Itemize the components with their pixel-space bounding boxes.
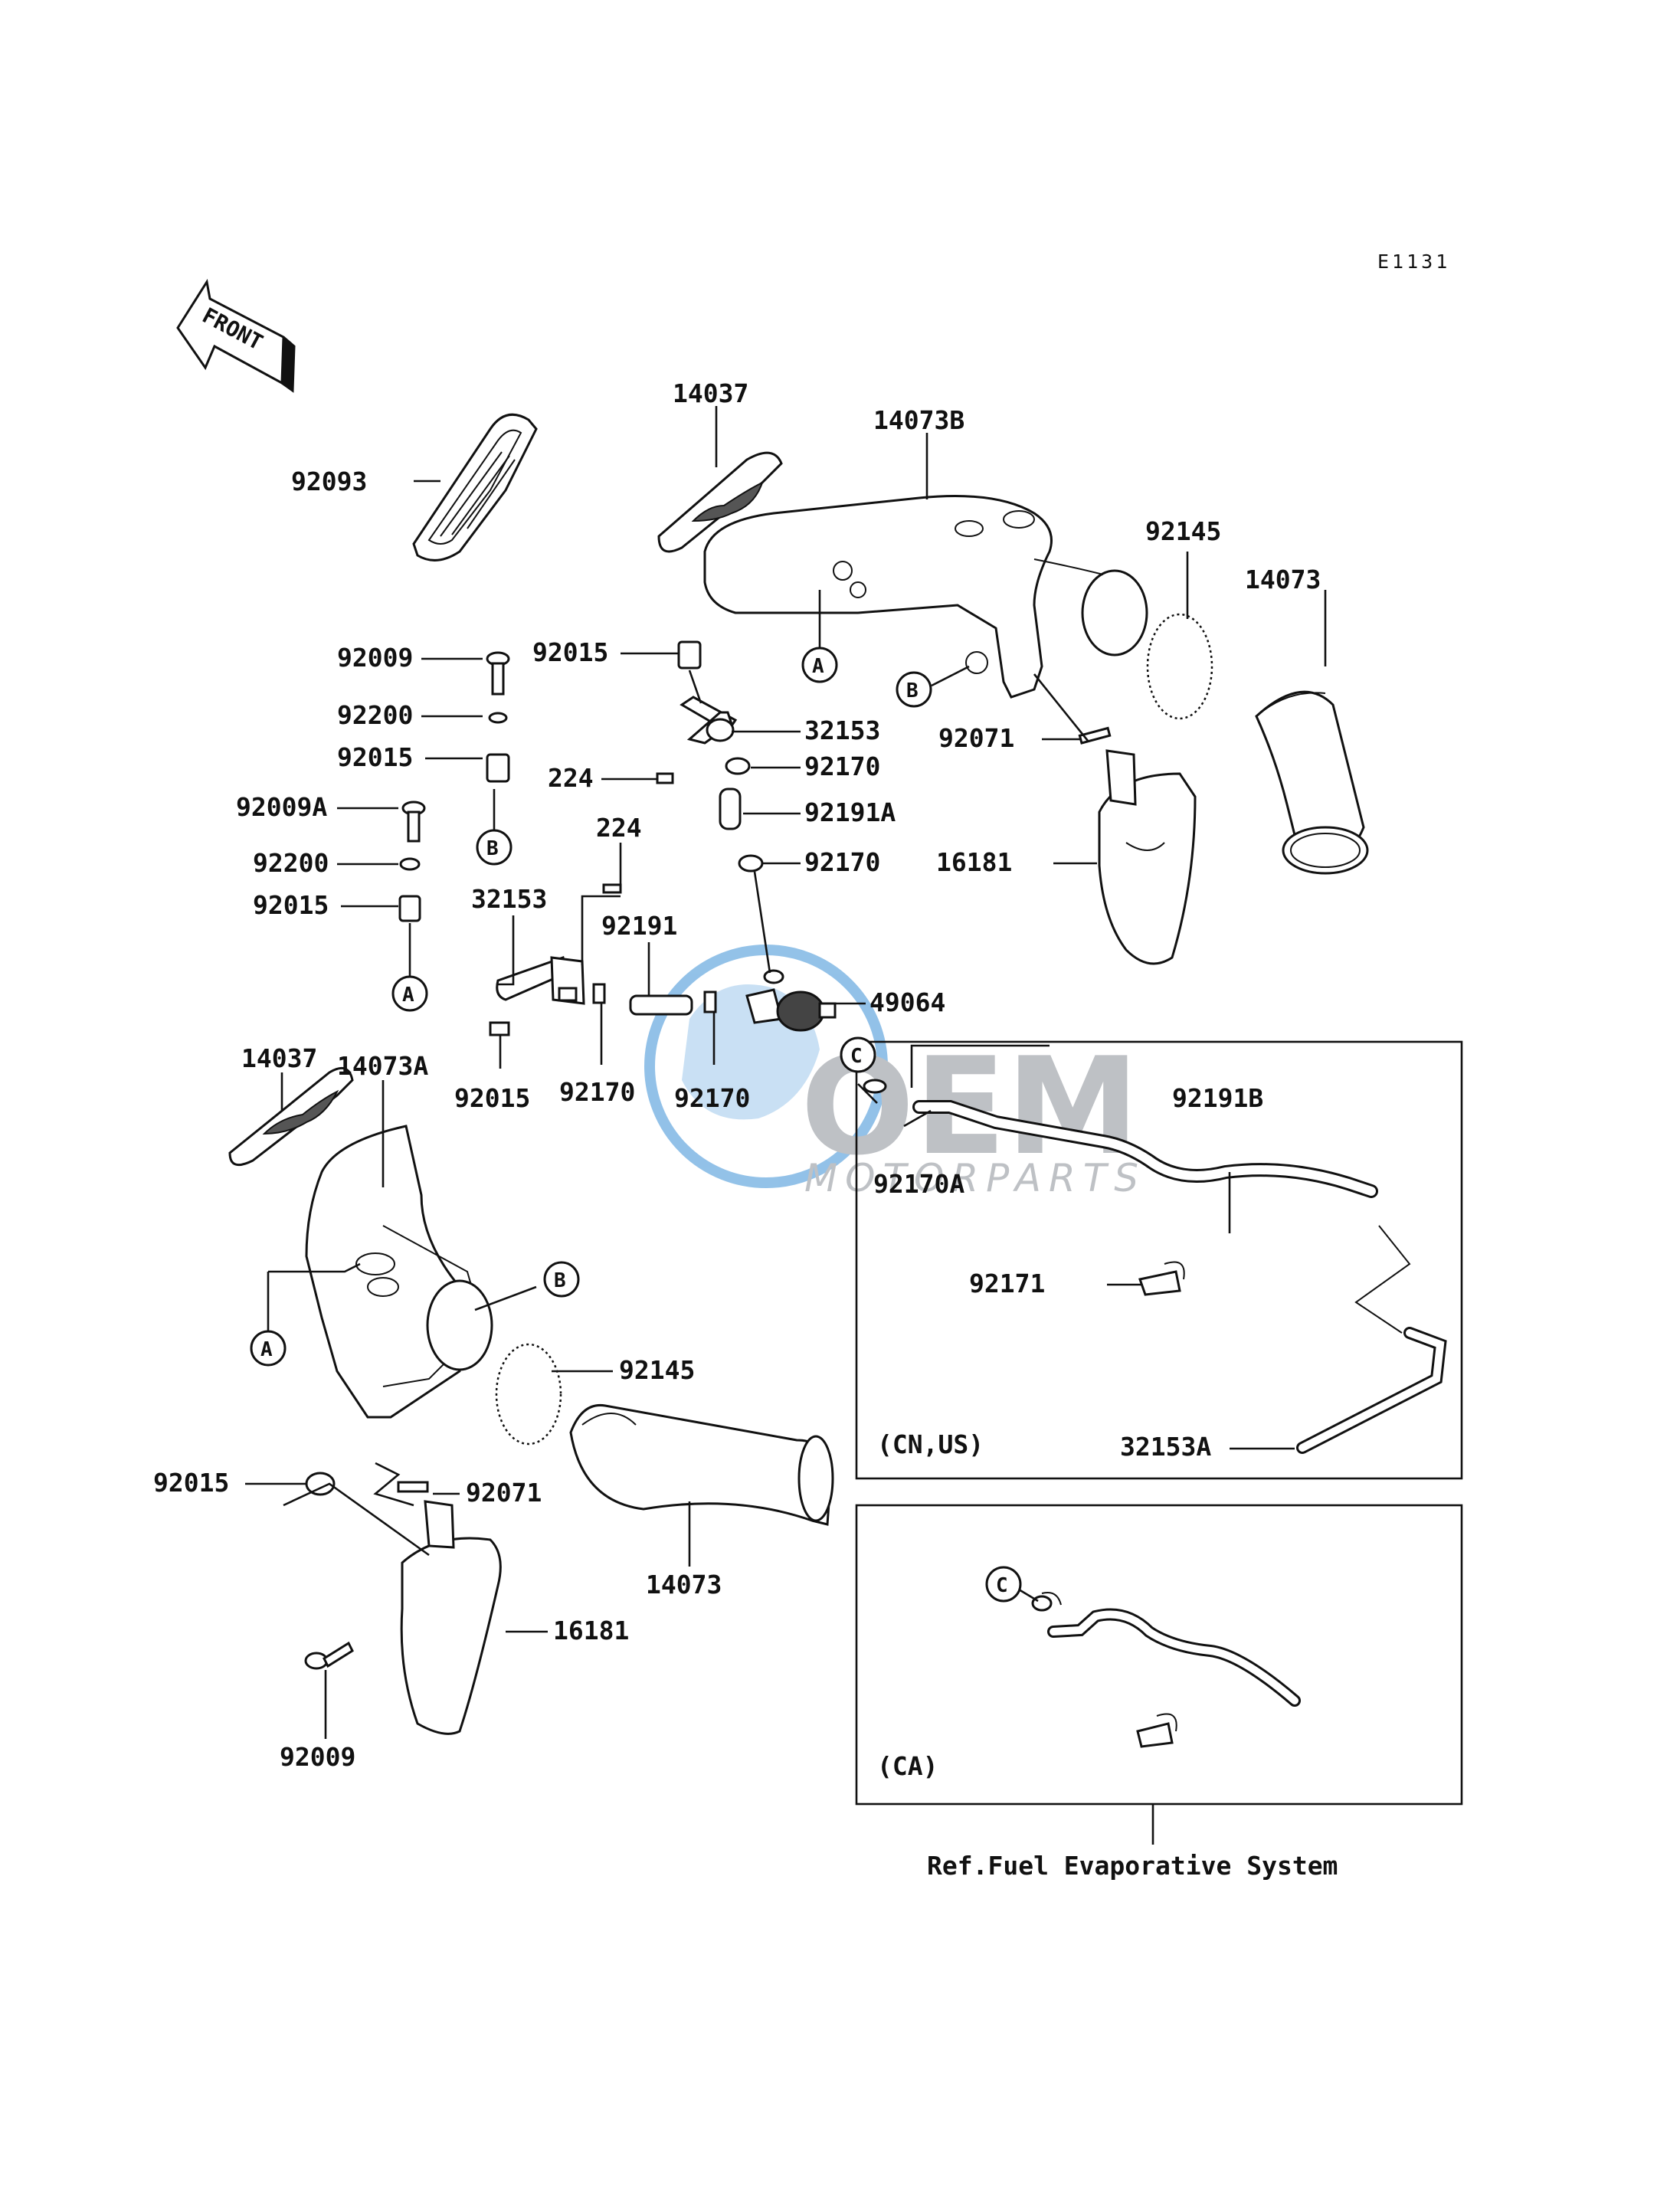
label-92071-bottom: 92071 — [466, 1478, 542, 1508]
label-92145-bottom: 92145 — [619, 1355, 695, 1385]
label-92015-5: 92015 — [153, 1468, 229, 1498]
marker-b-bottom: B — [543, 1261, 580, 1298]
air-duct-14073B — [703, 495, 1148, 699]
label-224-2: 224 — [596, 813, 642, 843]
boot-14073-bottom — [569, 1403, 834, 1526]
label-92171: 92171 — [969, 1269, 1045, 1298]
label-92200-1: 92200 — [337, 700, 413, 730]
label-92170A: 92170A — [873, 1169, 964, 1199]
label-32153-mid: 32153 — [471, 884, 547, 914]
fitting-32153-top — [680, 696, 738, 745]
marker-c-ca: C — [985, 1566, 1022, 1603]
label-14037-top: 14037 — [673, 378, 748, 408]
marker-a-top: A — [801, 647, 838, 683]
duct-92093 — [412, 413, 538, 562]
valve-49064 — [745, 969, 837, 1032]
marker-a-bottom: A — [250, 1330, 287, 1367]
label-16181-top: 16181 — [936, 847, 1012, 877]
label-92191B: 92191B — [1172, 1083, 1263, 1113]
label-16181-bottom: 16181 — [553, 1616, 629, 1645]
label-92009-2: 92009 — [280, 1742, 355, 1772]
housing-16181-top — [1098, 749, 1197, 965]
collar-92015-2 — [486, 753, 510, 783]
svg-text:C: C — [850, 1045, 863, 1068]
svg-text:B: B — [906, 679, 919, 702]
cn-us-variant-box — [855, 1040, 1463, 1480]
label-49064: 49064 — [869, 987, 945, 1017]
label-32153-top: 32153 — [804, 715, 880, 745]
label-92071-top: 92071 — [938, 723, 1014, 753]
bolt-92009-2 — [304, 1641, 354, 1670]
fitting-32153-mid — [489, 956, 585, 1036]
o-ring-92145-top — [1146, 613, 1213, 720]
label-14073B: 14073B — [873, 405, 964, 435]
screw-224-2 — [602, 883, 622, 894]
watermark-sub: MOTORPARTS — [804, 1156, 1146, 1200]
svg-text:A: A — [260, 1338, 273, 1361]
label-92015-4: 92015 — [454, 1083, 530, 1113]
label-92170-2: 92170 — [804, 847, 880, 877]
clamp-92170-2 — [738, 854, 764, 873]
hose-92191A — [719, 787, 742, 830]
o-ring-92071-bottom — [397, 1481, 429, 1493]
label-92170-1: 92170 — [804, 751, 880, 781]
collar-92015-top — [677, 640, 702, 670]
washer-92200-2 — [399, 857, 421, 871]
part-labels: 92093 14037 14073B 92145 14073 92009 920… — [153, 378, 1321, 1772]
label-92191A: 92191A — [804, 797, 896, 827]
leader-lines — [245, 406, 1327, 1739]
label-92015-top: 92015 — [532, 637, 608, 667]
label-14073-top: 14073 — [1245, 565, 1321, 594]
bolt-92009A — [401, 801, 426, 843]
marker-a-left: A — [391, 975, 428, 1012]
svg-text:C: C — [996, 1574, 1008, 1597]
ca-variant-box — [855, 1504, 1463, 1845]
svg-text:B: B — [554, 1269, 566, 1292]
label-224-1: 224 — [548, 763, 594, 793]
label-92170-4: 92170 — [674, 1083, 750, 1113]
bolt-92009-1 — [486, 651, 510, 696]
collar-92015-3 — [398, 895, 421, 922]
svg-text:B: B — [486, 837, 499, 860]
label-14073-bottom: 14073 — [646, 1570, 722, 1599]
box-cn-us-label: (CN,US) — [877, 1429, 984, 1459]
marker-b-left: B — [476, 829, 513, 866]
clamp-92170-4 — [703, 990, 717, 1013]
label-92015-3: 92015 — [253, 890, 329, 920]
grill-14037-top — [657, 451, 783, 553]
label-14073A: 14073A — [337, 1051, 428, 1081]
svg-text:A: A — [402, 984, 414, 1007]
diagram-code: E1131 — [1377, 250, 1450, 273]
label-92200-2: 92200 — [253, 848, 329, 878]
label-92145-top: 92145 — [1145, 516, 1221, 546]
label-92015-2: 92015 — [337, 742, 413, 772]
svg-text:A: A — [812, 655, 824, 678]
label-92170-3: 92170 — [559, 1077, 635, 1107]
air-duct-14073A — [305, 1125, 493, 1419]
label-92093: 92093 — [291, 467, 367, 496]
marker-c-main: C — [840, 1036, 876, 1073]
screw-224-1 — [656, 772, 674, 784]
o-ring-92145-bottom — [495, 1343, 562, 1446]
hose-92191 — [629, 994, 693, 1016]
label-92009A: 92009A — [236, 792, 327, 822]
boot-14073-top — [1255, 690, 1369, 875]
reference-note: Ref.Fuel Evaporative System — [927, 1851, 1338, 1881]
marker-b-top: B — [896, 671, 932, 708]
box-ca-label: (CA) — [877, 1751, 938, 1781]
label-92191: 92191 — [601, 911, 677, 941]
front-arrow-icon: FRONT — [176, 278, 296, 393]
clamp-92170-3 — [592, 983, 606, 1004]
label-14037-bottom: 14037 — [241, 1043, 317, 1073]
clamp-92170-1 — [725, 757, 751, 775]
label-32153A: 32153A — [1120, 1432, 1211, 1462]
housing-16181-bottom — [400, 1500, 502, 1735]
label-92009-1: 92009 — [337, 643, 413, 673]
washer-92200-1 — [488, 712, 508, 724]
grill-14037-bottom — [228, 1066, 354, 1167]
